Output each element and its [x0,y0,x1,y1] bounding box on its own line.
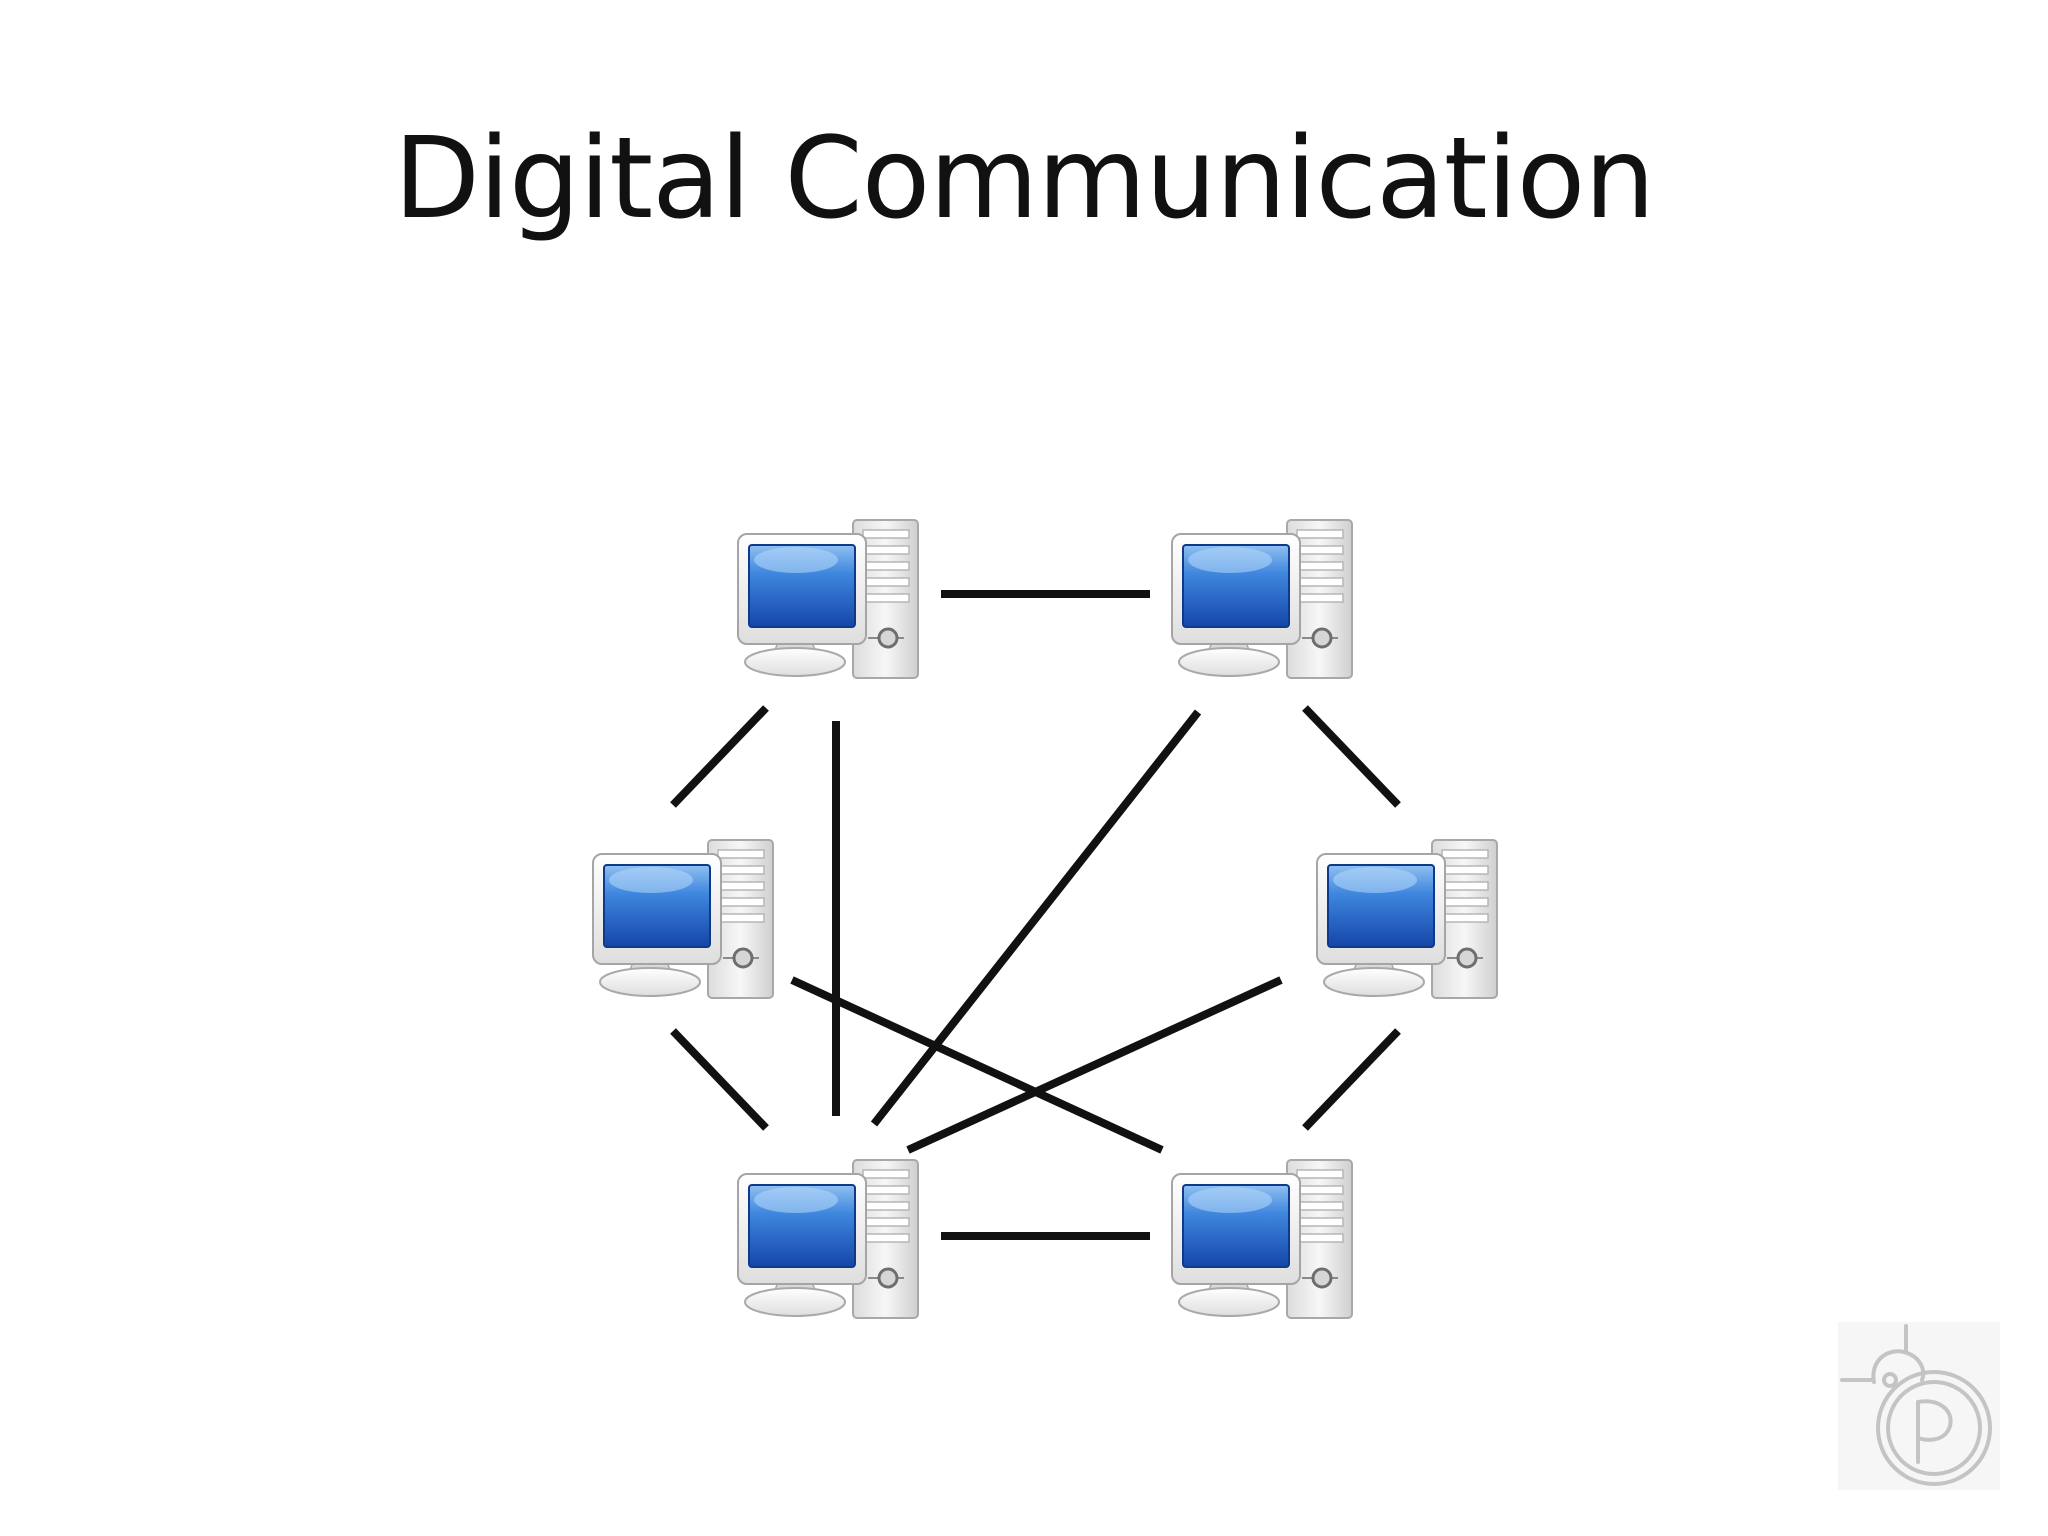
desktop-computer-icon [1170,518,1354,680]
computer-middle-right [1315,838,1499,1000]
link-middle-right-bottom-right [1302,1028,1401,1131]
logo-badge [1838,1322,2000,1490]
link-top-right-middle-right [1302,705,1401,808]
pirate-party-logo-icon [1840,1324,1992,1486]
link-middle-left-bottom-right [790,976,1164,1154]
desktop-computer-icon [736,1158,920,1320]
desktop-computer-icon [1170,1158,1354,1320]
slide-title: Digital Communication [393,114,1656,244]
desktop-computer-icon [736,518,920,680]
desktop-computer-icon [1315,838,1499,1000]
computer-bottom-left [736,1158,920,1320]
link-top-right-bottom-left [870,709,1202,1127]
computer-top-right [1170,518,1354,680]
link-middle-left-bottom-left [670,1028,769,1131]
computer-bottom-right [1170,1158,1354,1320]
computer-middle-left [591,838,775,1000]
link-middle-right-bottom-left [906,976,1283,1154]
link-top-left-middle-left [670,705,769,808]
desktop-computer-icon [591,838,775,1000]
connection-links [670,590,1401,1240]
computer-top-left [736,518,920,680]
